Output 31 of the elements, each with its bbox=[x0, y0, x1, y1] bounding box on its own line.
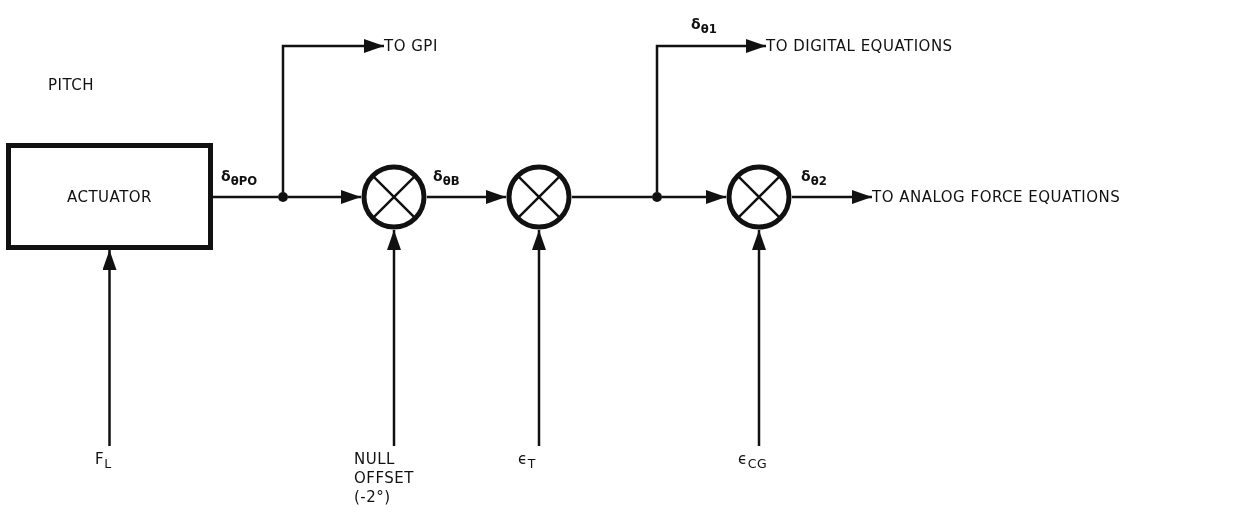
destination-text: TO ANALOG FORCE EQUATIONS bbox=[872, 187, 1121, 207]
signal-line bbox=[213, 195, 278, 199]
destination-text: TO DIGITAL EQUATIONS bbox=[766, 36, 953, 56]
edge-label: δ$_{θPO}$ bbox=[220, 168, 259, 188]
signal-name: F$_{L}$ bbox=[95, 450, 112, 472]
signal-arrow bbox=[655, 39, 766, 192]
signal-arrow bbox=[427, 190, 506, 204]
destination-text: TO GPI bbox=[384, 36, 438, 56]
signal-arrow bbox=[288, 190, 361, 204]
signal-name: NULL OFFSET (-2°) bbox=[354, 450, 415, 507]
signal-arrow bbox=[102, 250, 117, 446]
edge-label: δ$_{θB}$ bbox=[432, 168, 461, 188]
signal-arrow bbox=[662, 190, 726, 204]
box-label: ACTUATOR bbox=[66, 187, 153, 206]
signal-arrow bbox=[281, 39, 384, 192]
edge-label: δ$_{θ1}$ bbox=[690, 16, 718, 36]
summing-junction bbox=[361, 164, 427, 230]
signal-arrow bbox=[752, 230, 766, 446]
signal-arrow bbox=[532, 230, 546, 446]
edge-label: δ$_{θ2}$ bbox=[800, 168, 828, 188]
process-box bbox=[6, 143, 213, 250]
signal-arrow bbox=[387, 230, 401, 446]
signal-name: ϵ$_{T}$ bbox=[518, 450, 536, 472]
summing-junction bbox=[506, 164, 572, 230]
junction-dot bbox=[278, 192, 288, 202]
diagram-label: PITCH bbox=[48, 76, 94, 94]
signal-name: ϵ$_{CG}$ bbox=[738, 450, 768, 472]
signal-arrow bbox=[792, 190, 872, 204]
signal-line bbox=[572, 195, 652, 199]
summing-junction bbox=[726, 164, 792, 230]
junction-dot bbox=[652, 192, 662, 202]
